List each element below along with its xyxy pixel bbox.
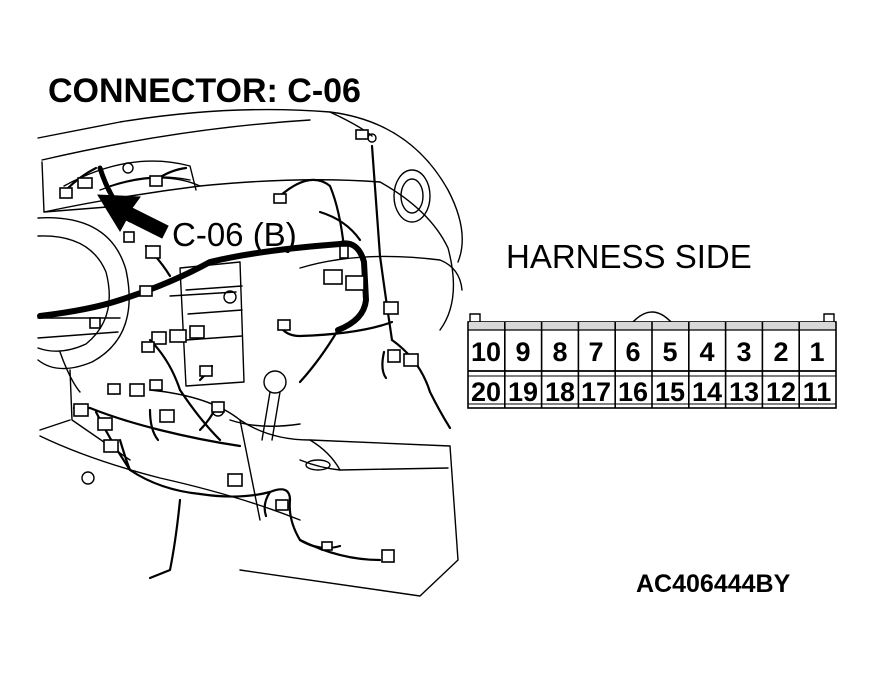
connector-key-right [823,313,835,324]
pin-11: 11 [803,377,832,407]
connector-callout-label: C-06 (B) [172,216,297,253]
pin-7: 7 [588,337,603,367]
harness-side-label: HARNESS SIDE [506,238,752,275]
pin-19: 19 [508,377,538,407]
connector-face: 10 9 8 7 6 5 4 3 2 1 20 19 18 17 16 15 1… [467,311,837,409]
connector-latch [632,311,672,323]
pin-16: 16 [618,377,648,407]
pin-17: 17 [581,377,611,407]
pin-14: 14 [692,377,722,407]
dashboard-illustration [37,108,463,597]
figure-code: AC406444BY [636,570,791,598]
pin-5: 5 [662,337,677,367]
diagram-title: CONNECTOR: C-06 [48,72,361,110]
pointer-arrow-icon [97,194,169,239]
harness-connectors [59,129,419,563]
pin-13: 13 [729,377,759,407]
pin-4: 4 [699,337,714,367]
pin-1: 1 [809,337,824,367]
pin-20: 20 [471,377,501,407]
pin-6: 6 [625,337,640,367]
connector-key-left [469,313,481,324]
pin-10: 10 [471,337,501,367]
pin-2: 2 [773,337,788,367]
pin-9: 9 [515,337,530,367]
pin-12: 12 [766,377,796,407]
pin-18: 18 [545,377,575,407]
pin-15: 15 [655,377,685,407]
pin-8: 8 [552,337,567,367]
pin-3: 3 [736,337,751,367]
